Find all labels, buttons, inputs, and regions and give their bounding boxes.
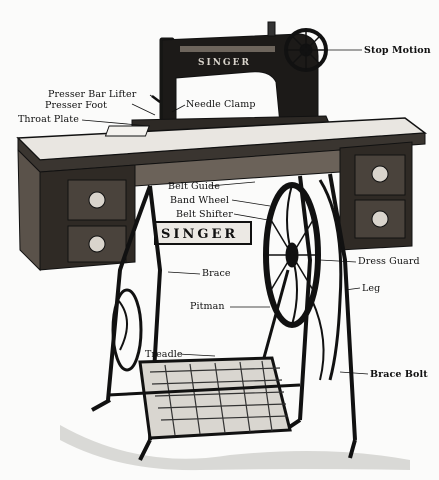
leader-lines — [81, 49, 369, 375]
label-belt-guide: Belt Guide — [168, 181, 220, 192]
thread-spool — [267, 21, 276, 37]
label-presser-foot: Presser Foot — [45, 100, 108, 111]
treadle — [138, 356, 292, 440]
pitman-rod — [260, 269, 290, 366]
label-dress-guard: Dress Guard — [358, 256, 420, 267]
label-needle-clamp: Needle Clamp — [186, 99, 256, 110]
arm-highlight — [180, 46, 275, 52]
arm-brand: SINGER — [198, 58, 251, 68]
label-leg: Leg — [362, 283, 381, 294]
label-pitman: Pitman — [190, 301, 225, 312]
right-drawer-box — [339, 141, 413, 251]
label-brace-bolt: Brace Bolt — [370, 369, 428, 380]
throat-plate-shape — [104, 125, 150, 137]
lower-brace-rod — [107, 383, 301, 397]
label-stop-motion: Stop Motion — [364, 45, 431, 56]
brace-brand: SINGER — [161, 227, 238, 242]
label-brace: Brace — [202, 268, 231, 279]
label-belt-shifter: Belt Shifter — [176, 209, 233, 220]
cabinet-apron — [134, 149, 341, 187]
floor-shadow — [60, 425, 410, 471]
label-band-wheel: Band Wheel — [170, 195, 230, 206]
machine-arm — [161, 33, 319, 125]
right-leg — [283, 173, 357, 459]
label-treadle: Treadle — [145, 349, 183, 360]
band-wheel — [263, 182, 321, 328]
label-throat-plate: Throat Plate — [18, 114, 79, 125]
left-drawer-box — [17, 148, 136, 272]
balance-wheel — [284, 28, 328, 72]
dress-guard — [318, 179, 343, 381]
label-presser-bar-lifter: Presser Bar Lifter — [48, 89, 137, 100]
